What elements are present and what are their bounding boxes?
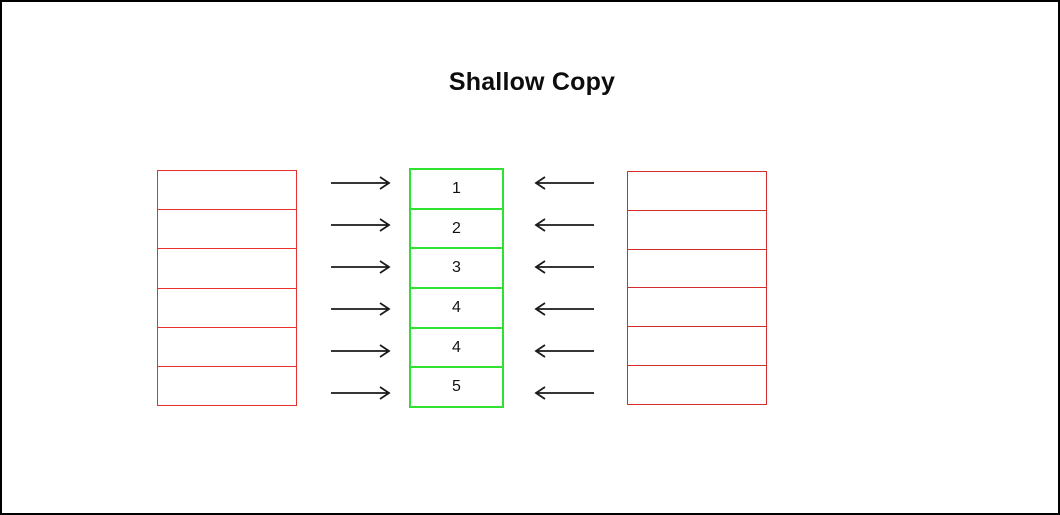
list-item: 1 <box>411 170 502 210</box>
arrow-row <box>533 372 595 414</box>
arrow-left-icon <box>534 218 594 232</box>
arrow-left-icon <box>534 386 594 400</box>
list-item <box>158 367 296 405</box>
list-item <box>628 327 766 367</box>
list-item: 5 <box>452 378 461 396</box>
list-item <box>158 171 296 211</box>
arrow-right-icon <box>331 302 391 316</box>
list-item <box>158 328 296 367</box>
list-item <box>628 366 766 404</box>
arrow-row <box>330 204 392 246</box>
arrow-row <box>533 288 595 330</box>
source-list-left <box>157 170 297 406</box>
arrow-row <box>533 246 595 288</box>
arrow-row <box>330 372 392 414</box>
page-title: Shallow Copy <box>448 68 616 96</box>
list-item <box>158 249 296 289</box>
arrow-right-icon <box>331 386 391 400</box>
arrow-right-icon <box>331 344 391 358</box>
copied-list: 1 2 3 4 4 5 <box>409 168 504 408</box>
arrow-row <box>533 162 595 204</box>
list-item: 2 <box>411 210 502 250</box>
arrow-row <box>533 330 595 372</box>
list-item <box>628 250 766 289</box>
arrow-row <box>330 330 392 372</box>
arrow-left-icon <box>534 302 594 316</box>
arrow-row <box>533 204 595 246</box>
arrow-right-icon <box>331 218 391 232</box>
arrow-right-icon <box>331 260 391 274</box>
left-arrow-group <box>330 162 392 414</box>
list-item <box>158 210 296 250</box>
arrow-row <box>330 246 392 288</box>
list-item <box>628 172 766 211</box>
list-item <box>158 289 296 328</box>
right-arrow-group <box>533 162 595 414</box>
arrow-left-icon <box>534 260 594 274</box>
list-item: 3 <box>411 249 502 290</box>
arrow-left-icon <box>534 176 594 190</box>
list-item: 4 <box>411 289 502 329</box>
arrow-right-icon <box>331 176 391 190</box>
arrow-left-icon <box>534 344 594 358</box>
source-list-right <box>627 171 767 405</box>
arrow-row <box>330 162 392 204</box>
list-item <box>628 211 766 250</box>
list-item: 4 <box>411 329 502 369</box>
arrow-row <box>330 288 392 330</box>
list-item <box>628 288 766 328</box>
